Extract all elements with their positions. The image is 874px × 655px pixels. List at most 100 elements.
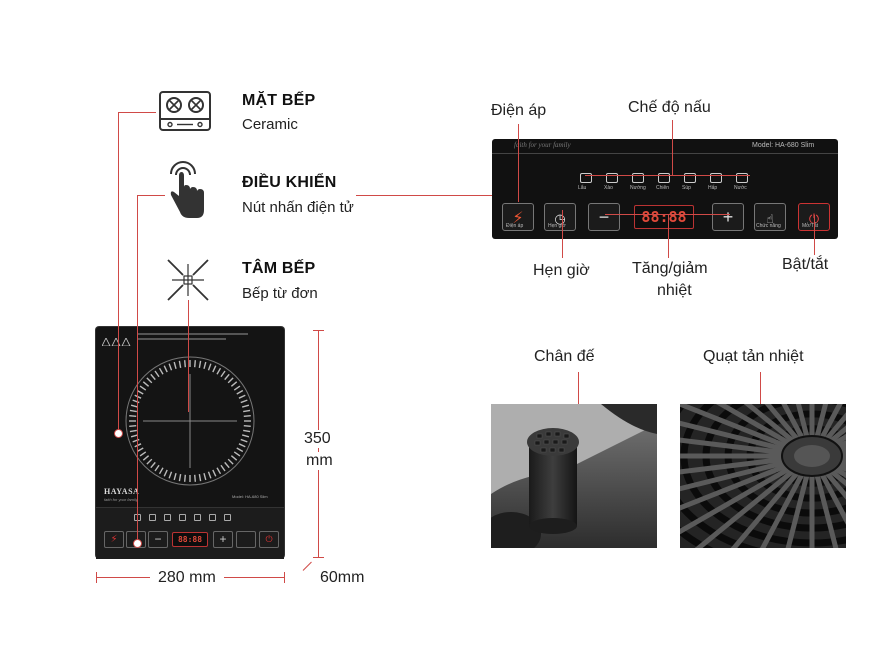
zone-tick — [243, 409, 251, 413]
zone-tick — [243, 429, 251, 433]
zone-tick — [183, 474, 186, 482]
zone-tick — [236, 447, 244, 453]
touch-hand-icon — [170, 161, 204, 218]
zone-tick — [168, 471, 173, 479]
panel-function-button[interactable]: ☝ — [754, 203, 786, 231]
panel-function-caption: Chức năng — [756, 223, 781, 229]
zone-tick — [241, 434, 250, 438]
zone-tick — [132, 399, 140, 404]
zone-tick — [178, 360, 182, 368]
mode-icon — [658, 173, 670, 183]
photo-feet — [491, 404, 657, 548]
cooktop-minus-key[interactable]: − — [148, 531, 168, 548]
fan-spoke — [680, 404, 787, 449]
zone-tick — [178, 474, 182, 482]
zone-tick — [207, 363, 212, 371]
panel-power-caption: Mở/Tắt — [802, 223, 819, 229]
mode-caption: Lẩu — [578, 185, 587, 191]
mini-mode-icon — [194, 514, 201, 521]
cooktop-display: 88:88 — [172, 532, 208, 547]
callout-cook-mode-h — [585, 175, 750, 176]
panel-timer-button[interactable]: ◷ — [544, 203, 576, 231]
mini-mode-icon — [164, 514, 171, 521]
cooktop-power-key[interactable]: ⏻ — [259, 531, 279, 548]
warning-icons — [101, 333, 132, 347]
dim-depth-value: 60mm — [320, 569, 365, 586]
fan-spoke — [795, 404, 810, 437]
feature-stove-top-icon — [159, 91, 211, 131]
connector-surface-h — [118, 112, 156, 113]
panel-minus-button[interactable]: − — [588, 203, 620, 231]
zone-tick — [194, 360, 197, 368]
cooktop-voltage-key[interactable]: ⚡ — [104, 531, 124, 548]
warning-text-lines — [138, 333, 248, 340]
zone-tick — [132, 438, 140, 443]
fan-spoke — [680, 456, 783, 475]
fan-spoke — [820, 473, 846, 525]
zone-tick — [146, 458, 153, 465]
fan-spoke — [825, 412, 846, 441]
zone-tick — [198, 360, 202, 368]
zone-tick — [230, 455, 238, 461]
fan-spoke — [680, 437, 783, 456]
label-temp-line1: Tăng/giảm — [632, 260, 708, 277]
connector-surface-v — [118, 112, 119, 432]
mode-caption: Xào — [604, 185, 613, 191]
panel-slogan: faith for your family — [514, 141, 571, 149]
mode-icon — [606, 173, 618, 183]
dim-depth-line — [302, 561, 312, 571]
mode-icon — [710, 173, 722, 183]
feature-subtitle-surface: Ceramic — [242, 116, 298, 133]
zone-tick — [142, 455, 150, 461]
mode-icon — [736, 173, 748, 183]
callout-power — [814, 215, 815, 255]
cooktop-slogan: faith for your family — [104, 497, 138, 502]
fan-spoke — [781, 404, 804, 439]
zone-tick — [224, 461, 230, 469]
feature-subtitle-control: Nút nhấn điện tử — [242, 199, 354, 216]
zone-tick — [227, 377, 234, 384]
dim-width-value: 280 mm — [150, 569, 224, 587]
dim-height-cap-top — [313, 330, 324, 331]
mode-caption: Súp — [682, 185, 691, 191]
control-panel-closeup: faith for your family Model: HA-680 Slim… — [492, 139, 838, 239]
zone-tick — [129, 425, 137, 428]
zone-tick — [142, 381, 150, 387]
mode-caption: Nước — [734, 185, 747, 191]
mini-mode-icon — [179, 514, 186, 521]
mode-icon — [580, 173, 592, 183]
label-temp-line2: nhiệt — [657, 282, 692, 299]
zone-tick — [129, 429, 137, 433]
panel-plus-button[interactable]: + — [712, 203, 744, 231]
cooktop-plus-key[interactable]: + — [213, 531, 233, 548]
mode-caption: Nướng — [630, 185, 646, 191]
cooking-zone — [123, 354, 257, 488]
fan-spoke — [814, 404, 829, 437]
zone-tick — [212, 365, 217, 373]
zone-tick — [233, 451, 241, 457]
panel-top-line — [492, 153, 838, 154]
dim-width-cap-right — [284, 572, 285, 583]
label-voltage: Điện áp — [491, 102, 547, 119]
callout-feet — [578, 372, 579, 422]
zone-tick — [168, 363, 173, 371]
power-icon: ⏻ — [809, 211, 819, 226]
feature-induction-center — [166, 258, 210, 302]
mini-mode-icon — [209, 514, 216, 521]
panel-voltage-caption: Điện áp — [506, 223, 524, 229]
feature-title-surface: MẶT BẾP — [242, 92, 316, 109]
zone-tick — [183, 360, 186, 368]
callout-cook-mode — [672, 120, 673, 175]
cooktop-mode-icons — [134, 514, 244, 522]
feature-subtitle-center: Bếp từ đơn — [242, 285, 318, 302]
panel-voltage-button[interactable]: ⚡ — [502, 203, 534, 231]
dim-width-cap-left — [96, 572, 97, 583]
zone-tick — [212, 469, 217, 477]
callout-fan — [760, 372, 761, 424]
cooktop-function-key[interactable] — [236, 531, 256, 548]
cooktop-brand: HAYASA — [104, 487, 140, 496]
zone-tick — [130, 404, 139, 408]
label-power: Bật/tắt — [782, 256, 829, 273]
zone-tick — [154, 464, 160, 472]
